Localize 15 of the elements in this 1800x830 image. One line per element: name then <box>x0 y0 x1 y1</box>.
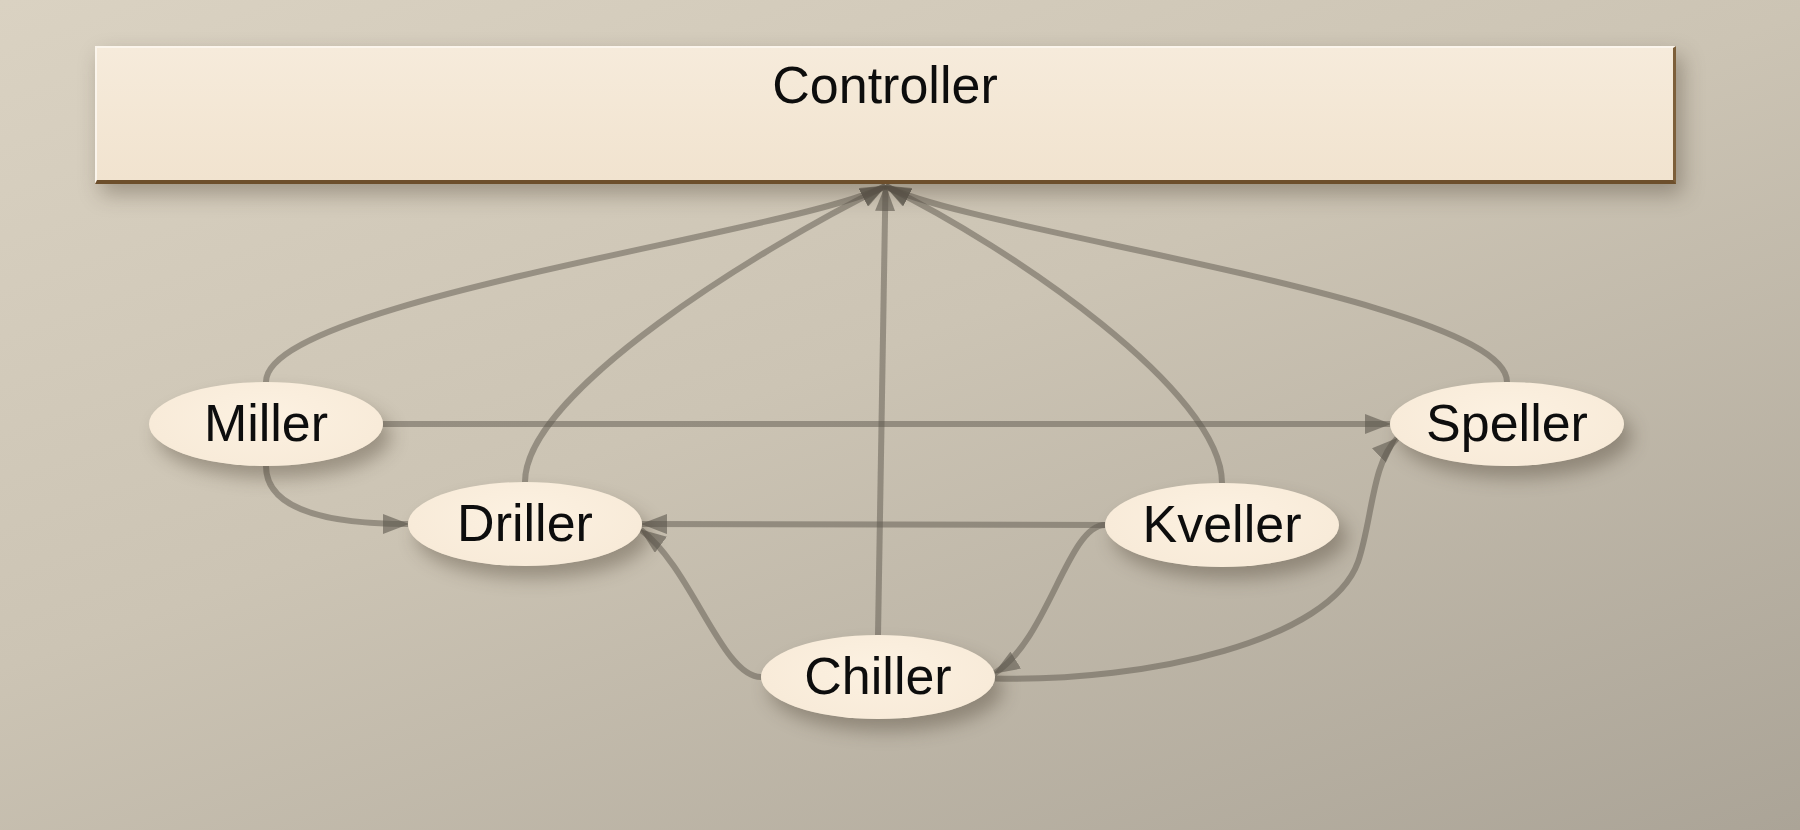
arrow <box>994 436 1400 682</box>
arrow <box>383 414 1391 434</box>
banner-box <box>95 46 1676 184</box>
arrow <box>992 522 1106 676</box>
node-label: Chiller <box>804 647 952 707</box>
node-label: Miller <box>203 394 329 454</box>
arrow <box>875 185 896 636</box>
arrow <box>263 465 409 534</box>
node-label: Controller <box>772 56 998 116</box>
arrow <box>638 527 762 680</box>
node-label: Driller <box>457 494 593 554</box>
arrow <box>522 183 887 483</box>
node-label: Speller <box>1426 394 1588 454</box>
node-label: Kveller <box>1142 495 1302 555</box>
arrow <box>884 183 1510 384</box>
